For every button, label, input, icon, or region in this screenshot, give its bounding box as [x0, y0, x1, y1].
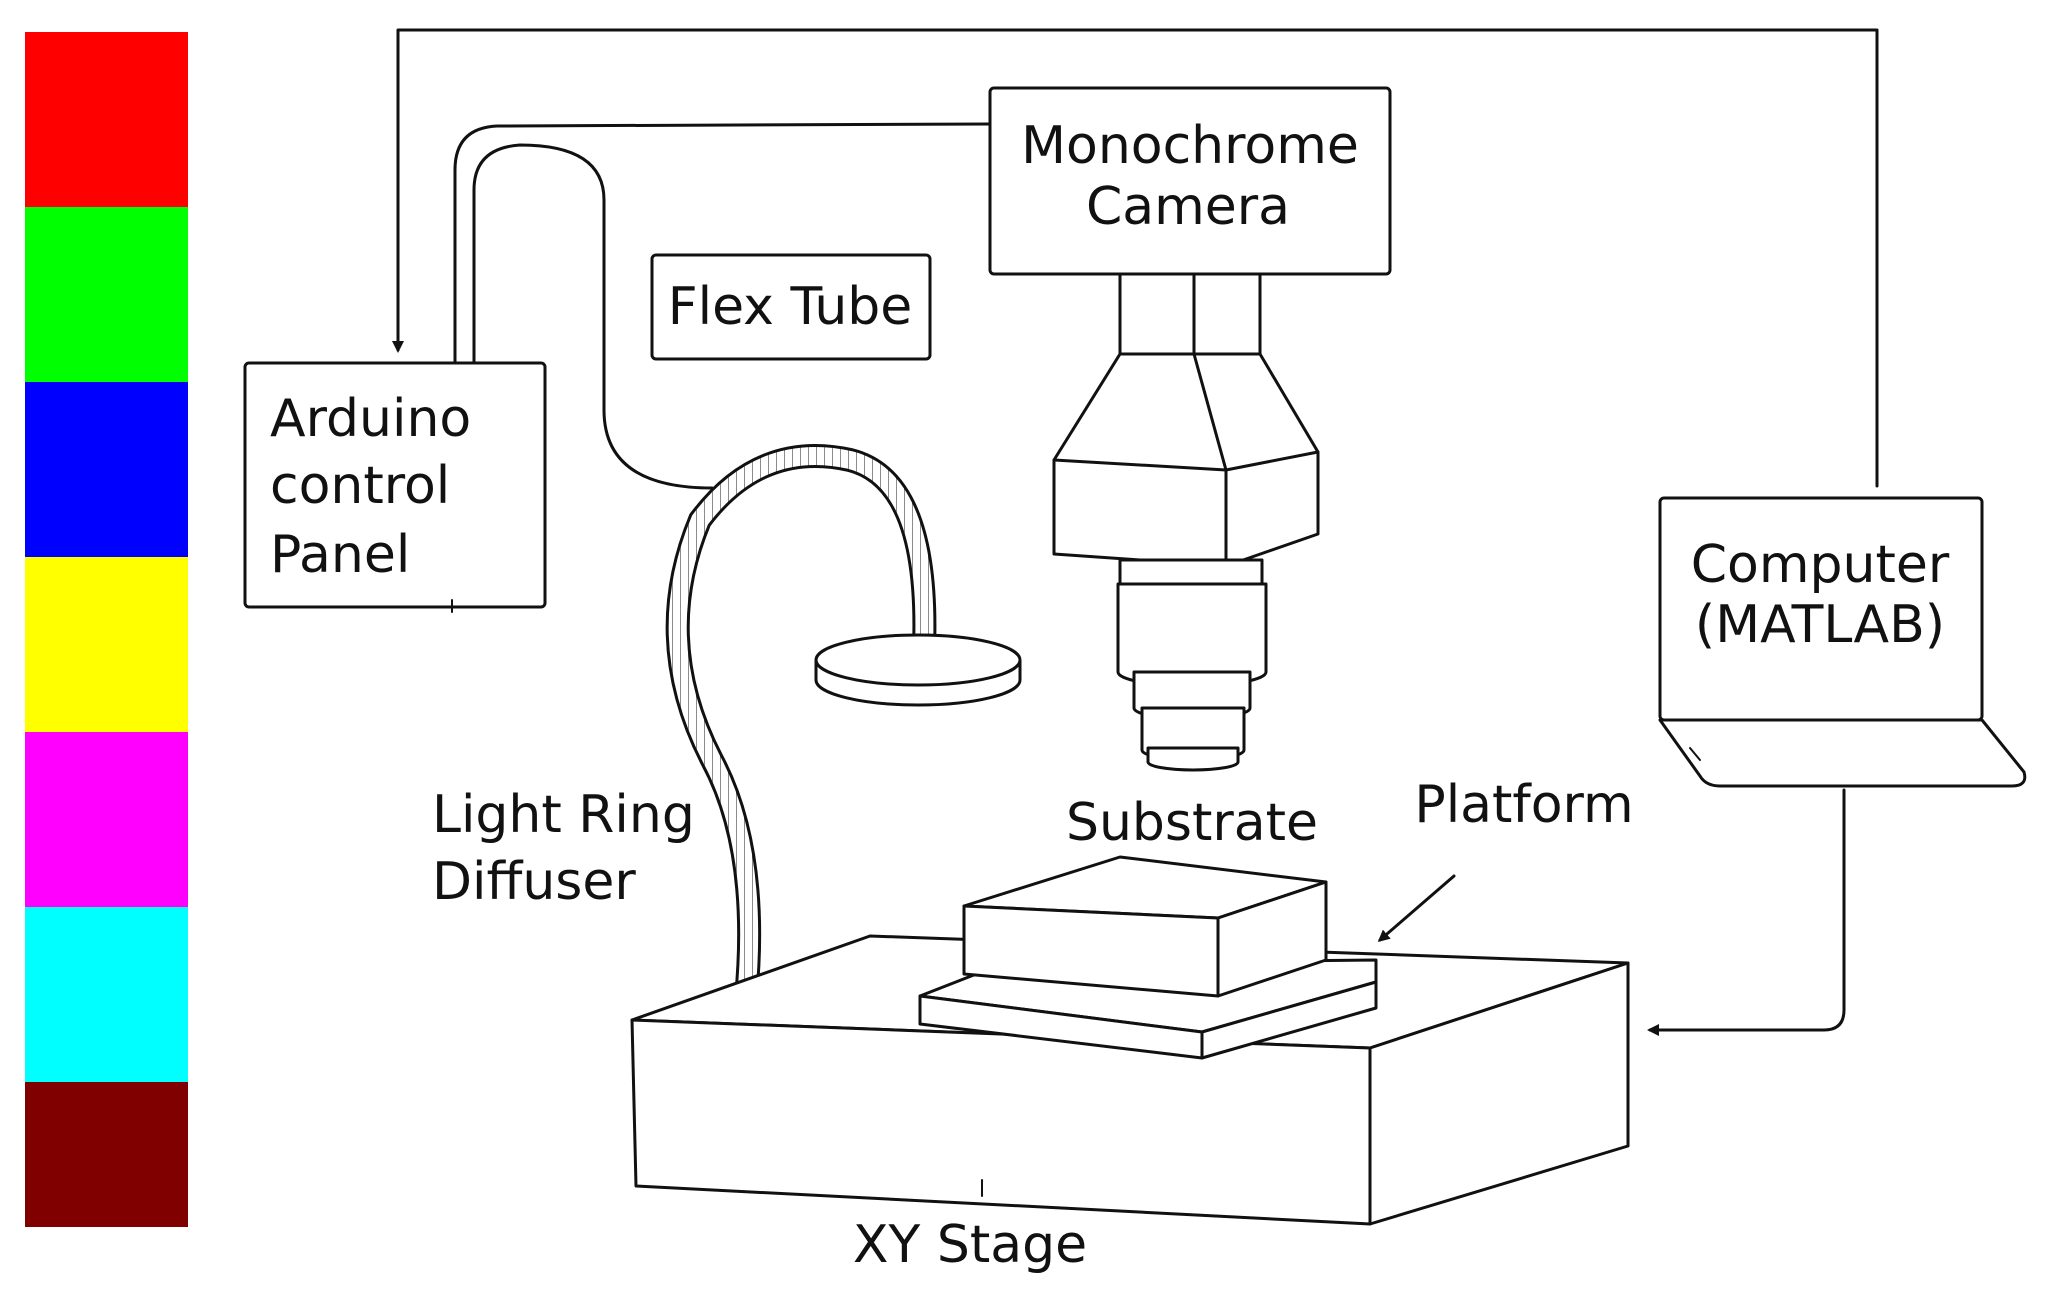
camera-neck	[1118, 272, 1262, 356]
camera-housing	[1052, 352, 1320, 568]
computer-to-arduino-wire	[396, 28, 1879, 488]
arduino-label-line2: control	[270, 456, 450, 516]
arduino-label-line1: Arduino	[270, 389, 471, 449]
xy-stage-label: XY Stage	[853, 1215, 1087, 1275]
flex-tube-cable-inner	[472, 143, 714, 490]
flex-tube-cable-outer	[453, 122, 992, 364]
flex-tube-box	[650, 253, 932, 361]
computer-to-stage-wire	[1647, 788, 1846, 1036]
computer-laptop	[1658, 496, 2027, 788]
arduino-box	[243, 361, 547, 609]
color-swatch-yellow	[25, 557, 188, 732]
color-swatch-red	[25, 32, 188, 207]
light-ring-diffuser	[814, 633, 1022, 707]
light-ring-label-line1: Light Ring	[432, 785, 695, 845]
color-strip	[25, 32, 188, 1227]
light-ring-label-line2: Diffuser	[432, 852, 636, 912]
color-swatch-maroon	[25, 1082, 188, 1227]
computer-label-line2: (MATLAB)	[1695, 595, 1945, 655]
platform-pointer	[1377, 874, 1456, 942]
gooseneck-arm-fill	[668, 447, 934, 1007]
platform-label: Platform	[1414, 775, 1633, 835]
color-swatch-cyan	[25, 907, 188, 1082]
computer-label-line1: Computer	[1691, 535, 1950, 595]
objective-lens	[1116, 558, 1268, 772]
camera-label-line2: Camera	[1086, 177, 1290, 237]
color-swatch-green	[25, 207, 188, 382]
flex-tube-label: Flex Tube	[668, 277, 913, 337]
xy-stage	[630, 934, 1630, 1226]
arduino-label-line3: Panel	[270, 525, 410, 585]
color-swatch-magenta	[25, 732, 188, 907]
substrate	[962, 855, 1328, 998]
color-swatch-blue	[25, 382, 188, 557]
gooseneck-arm	[665, 444, 937, 1010]
camera-label-line1: Monochrome	[1021, 116, 1359, 176]
substrate-label: Substrate	[1066, 793, 1318, 853]
